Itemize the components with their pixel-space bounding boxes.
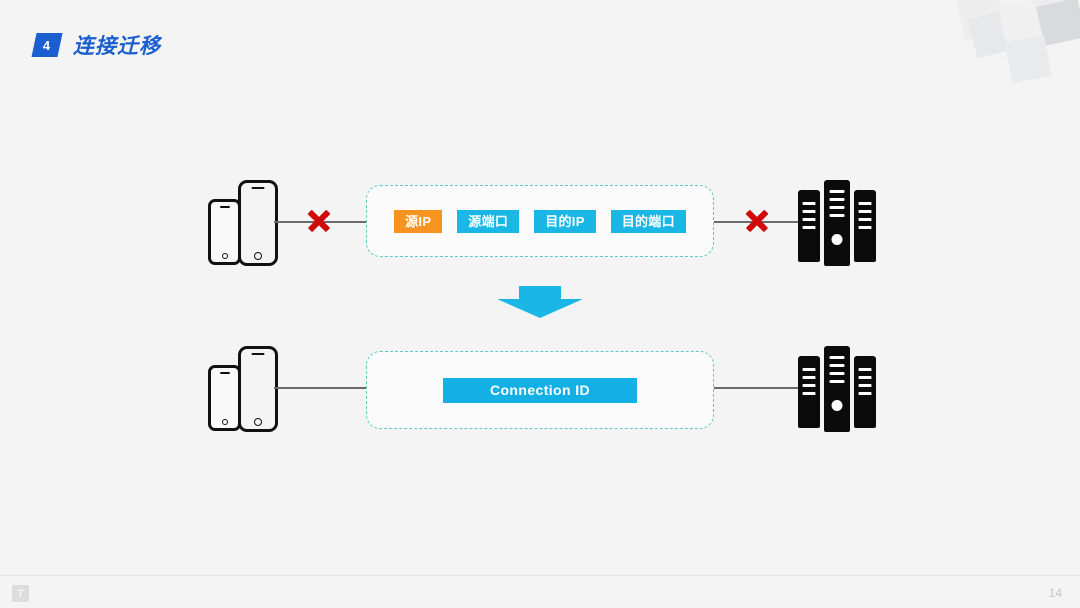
arrow-stem bbox=[519, 286, 561, 300]
server-slot bbox=[829, 380, 845, 383]
phone-large-icon bbox=[238, 180, 278, 266]
broken-connection-x-icon bbox=[744, 208, 770, 234]
decorative-square bbox=[1036, 0, 1080, 46]
connection-id-panel: Connection ID bbox=[366, 351, 714, 429]
diagram-row-before: 源IP 源端口 目的IP 目的端口 bbox=[0, 172, 1080, 272]
phone-earpiece bbox=[219, 372, 230, 374]
mobile-phones-icon bbox=[208, 180, 288, 266]
decorative-square bbox=[1004, 34, 1052, 84]
server-slot bbox=[829, 190, 845, 193]
server-slot bbox=[802, 384, 816, 387]
phone-home-button bbox=[221, 419, 228, 425]
server-stack-icon bbox=[798, 346, 878, 432]
decorative-squares bbox=[950, 0, 1080, 110]
server-slot bbox=[802, 226, 816, 229]
server-power-indicator bbox=[831, 234, 843, 245]
server-slot bbox=[802, 368, 816, 371]
server-slot bbox=[829, 372, 845, 375]
decorative-square bbox=[998, 0, 1044, 47]
page-number: 14 bbox=[1048, 586, 1062, 600]
server-slot bbox=[802, 210, 816, 213]
server-slot bbox=[802, 392, 816, 395]
tag-connection-id: Connection ID bbox=[443, 377, 637, 403]
mobile-phones-icon bbox=[208, 346, 288, 432]
section-number-label: 4 bbox=[43, 37, 51, 53]
server-tower-middle bbox=[824, 180, 850, 266]
server-slot bbox=[858, 392, 872, 395]
tag-destination-port: 目的端口 bbox=[610, 209, 686, 233]
server-slot bbox=[858, 384, 872, 387]
page-title: 连接迁移 bbox=[73, 35, 161, 58]
broken-connection-x-icon bbox=[306, 208, 332, 234]
server-slot bbox=[858, 202, 872, 205]
server-tower-left bbox=[798, 356, 820, 428]
server-slot bbox=[829, 356, 845, 359]
server-slot bbox=[802, 202, 816, 205]
server-power-indicator bbox=[831, 400, 843, 411]
brand-logo-icon: T bbox=[12, 585, 29, 602]
decorative-square bbox=[967, 9, 1017, 59]
diagram-row-after: Connection ID bbox=[0, 338, 1080, 438]
server-tower-left bbox=[798, 190, 820, 262]
server-stack-icon bbox=[798, 180, 878, 266]
server-slot bbox=[829, 198, 845, 201]
phone-home-button bbox=[254, 252, 262, 260]
phone-earpiece bbox=[219, 206, 230, 208]
slide-header: 4 连接迁移 bbox=[31, 30, 161, 60]
server-slot bbox=[829, 206, 845, 209]
decorative-square bbox=[956, 0, 1006, 40]
phone-home-button bbox=[221, 253, 228, 259]
server-slot bbox=[858, 210, 872, 213]
server-slot bbox=[858, 368, 872, 371]
tag-destination-ip: 目的IP bbox=[534, 209, 596, 233]
phone-small-icon bbox=[208, 199, 241, 265]
server-tower-middle bbox=[824, 346, 850, 432]
server-slot bbox=[858, 218, 872, 221]
server-tower-right bbox=[854, 356, 876, 428]
section-number-badge: 4 bbox=[31, 33, 63, 57]
tuple-panel: 源IP 源端口 目的IP 目的端口 bbox=[366, 185, 714, 257]
footer-divider bbox=[0, 575, 1080, 576]
decorative-square bbox=[1032, 0, 1080, 34]
connector-line-left bbox=[274, 387, 366, 389]
connector-line-right bbox=[714, 387, 802, 389]
server-tower-right bbox=[854, 190, 876, 262]
server-slot bbox=[802, 376, 816, 379]
phone-home-button bbox=[254, 418, 262, 426]
arrow-head bbox=[497, 299, 583, 318]
server-slot bbox=[858, 376, 872, 379]
transition-arrow-down-icon bbox=[497, 286, 583, 318]
server-slot bbox=[829, 214, 845, 217]
phone-earpiece bbox=[251, 187, 265, 189]
server-slot bbox=[829, 364, 845, 367]
phone-small-icon bbox=[208, 365, 241, 431]
phone-large-icon bbox=[238, 346, 278, 432]
phone-earpiece bbox=[251, 353, 265, 355]
tag-source-ip: 源IP bbox=[394, 209, 443, 233]
server-slot bbox=[858, 226, 872, 229]
tag-source-port: 源端口 bbox=[457, 209, 520, 233]
server-slot bbox=[802, 218, 816, 221]
